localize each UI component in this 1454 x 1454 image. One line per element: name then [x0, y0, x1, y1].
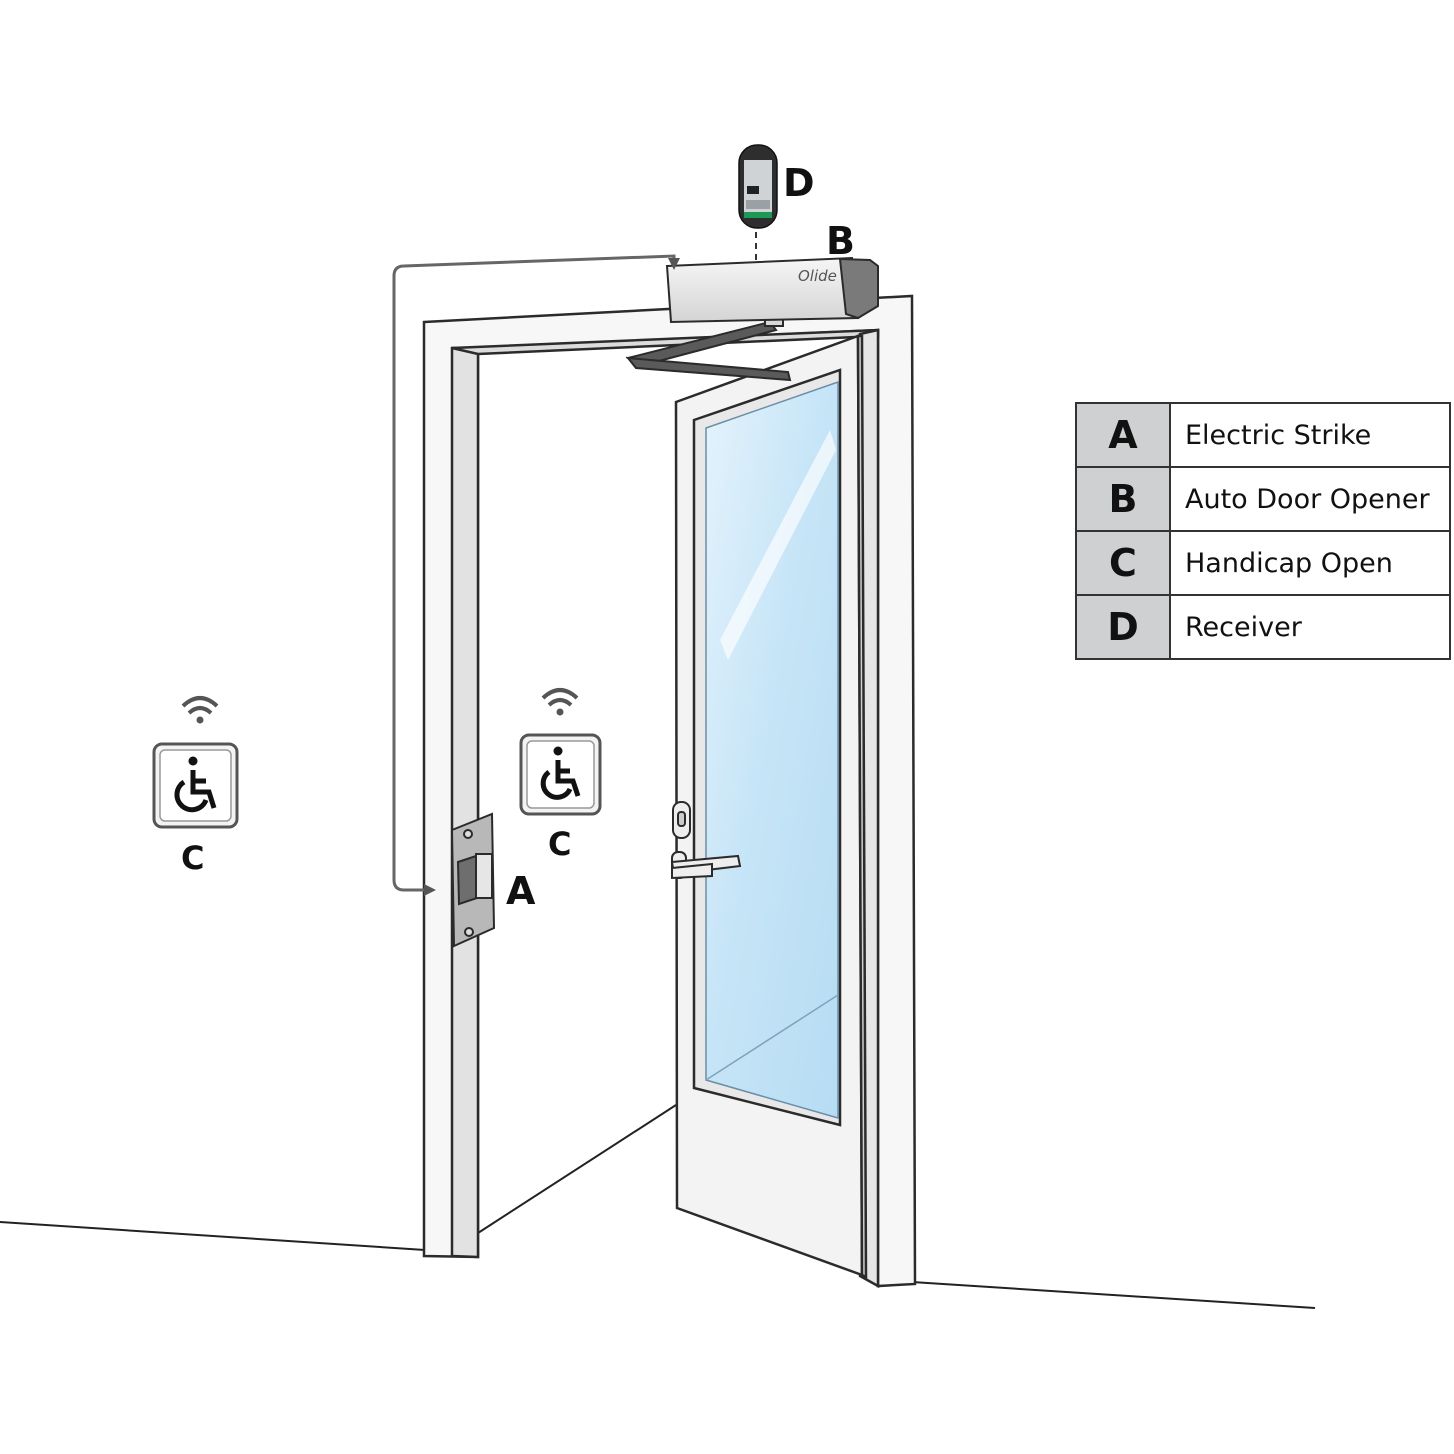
legend-label: Electric Strike	[1169, 402, 1451, 468]
callout-d: D	[783, 161, 815, 205]
legend-table: A Electric Strike B Auto Door Opener C H…	[1075, 402, 1451, 660]
legend-key: C	[1075, 530, 1171, 596]
wire-arrow-top	[668, 258, 680, 270]
legend-row: C Handicap Open	[1075, 530, 1451, 596]
callout-c-left: C	[181, 839, 205, 877]
door-leaf	[674, 334, 868, 1280]
door-frame	[422, 294, 917, 1289]
legend-label: Handicap Open	[1169, 530, 1451, 596]
legend-row: B Auto Door Opener	[1075, 466, 1451, 532]
legend-row: A Electric Strike	[1075, 402, 1451, 468]
callout-b: B	[826, 219, 855, 263]
callout-c-right: C	[548, 825, 572, 863]
legend-key: A	[1075, 402, 1171, 468]
wheelchair-icon	[174, 756, 217, 813]
legend-label: Receiver	[1169, 594, 1451, 660]
legend-key: B	[1075, 466, 1171, 532]
handicap-button-right	[519, 688, 602, 816]
brand-logo: Olide	[798, 267, 837, 285]
wheelchair-icon	[540, 746, 581, 800]
legend-key: D	[1075, 594, 1171, 660]
wire-arrow-bottom	[424, 884, 436, 896]
legend-row: D Receiver	[1075, 594, 1451, 660]
electric-strike	[450, 812, 496, 948]
auto-door-opener: Olide	[665, 256, 879, 324]
callout-a: A	[506, 869, 536, 913]
wire	[392, 254, 676, 892]
opener-arm	[625, 315, 792, 382]
door-handle	[670, 801, 742, 880]
receiver-device	[738, 144, 778, 262]
handicap-button-left	[152, 696, 239, 829]
legend-label: Auto Door Opener	[1169, 466, 1451, 532]
floor-lines	[0, 1104, 1316, 1309]
